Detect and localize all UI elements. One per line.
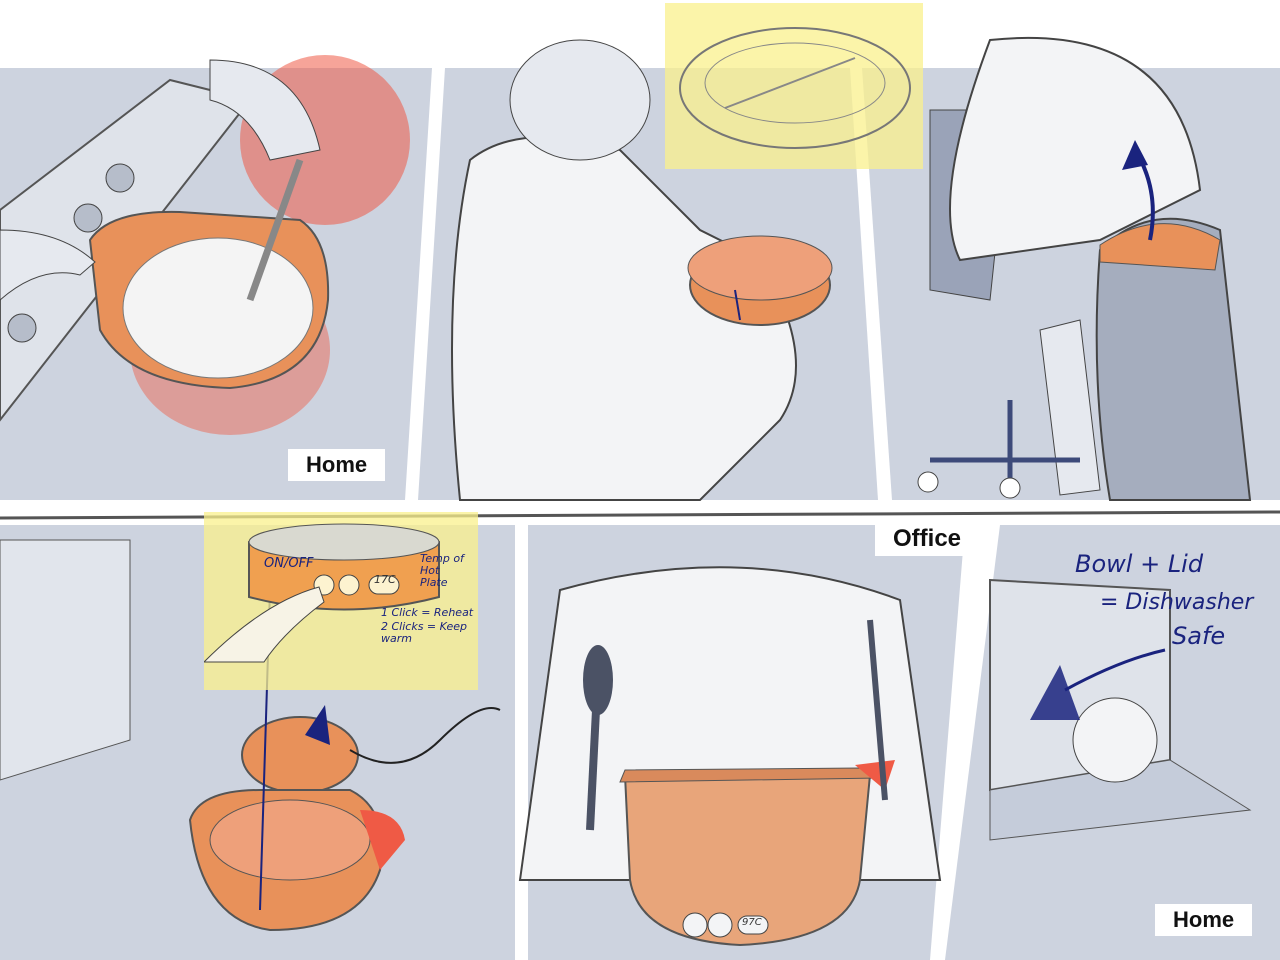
location-label-home: Home (288, 449, 386, 481)
hot-plate-sketch (204, 523, 440, 663)
device-display: 97C (742, 917, 762, 928)
location-label-office: Office (875, 522, 980, 556)
one-click-annotation: 1 Click = Reheat (381, 606, 474, 619)
lid-closeup-note (665, 3, 923, 169)
hot-plate-closeup-note (204, 512, 478, 690)
temp-label-annotation: Temp of Hot Plate (420, 552, 464, 589)
dishwasher-annotation-1: Bowl + Lid (1075, 550, 1204, 578)
two-clicks-annotation: 2 Clicks = Keep warm (381, 620, 467, 645)
lid-sketch (679, 27, 911, 149)
location-label-home-2: Home (1155, 904, 1253, 936)
temp-display: 17C (374, 573, 396, 586)
dishwasher-annotation-2: = Dishwasher (1100, 590, 1254, 615)
on-off-annotation: ON/OFF (264, 556, 314, 571)
dishwasher-annotation-3: Safe (1172, 622, 1226, 650)
